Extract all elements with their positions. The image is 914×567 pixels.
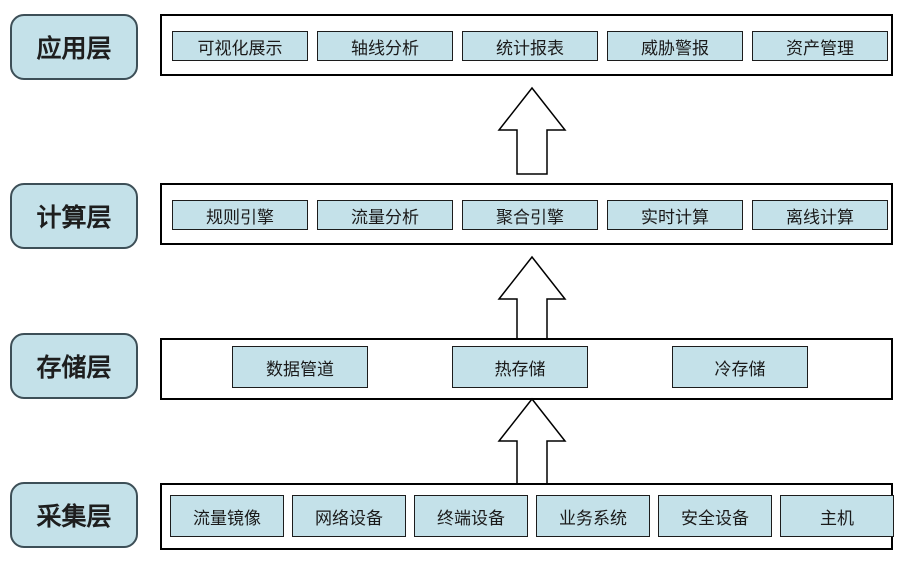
module-network-device: 网络设备 <box>292 495 406 537</box>
module-rule-engine: 规则引擎 <box>172 200 308 230</box>
module-asset-management: 资产管理 <box>752 31 888 61</box>
arrow-storage-to-compute <box>497 255 567 344</box>
layer-label-application: 应用层 <box>10 14 138 80</box>
module-visualization: 可视化展示 <box>172 31 308 61</box>
module-security-device: 安全设备 <box>658 495 772 537</box>
layer-box-application: 可视化展示 轴线分析 统计报表 威胁警报 资产管理 <box>160 14 893 76</box>
module-axis-analysis: 轴线分析 <box>317 31 453 61</box>
module-offline-compute: 离线计算 <box>752 200 888 230</box>
layer-label-compute: 计算层 <box>10 183 138 249</box>
module-aggregation-engine: 聚合引擎 <box>462 200 598 230</box>
module-traffic-analysis: 流量分析 <box>317 200 453 230</box>
module-statistics-report: 统计报表 <box>462 31 598 61</box>
arrow-collection-to-storage <box>497 397 567 486</box>
module-host: 主机 <box>780 495 894 537</box>
arrow-compute-to-application <box>497 86 567 175</box>
module-business-system: 业务系统 <box>536 495 650 537</box>
layer-label-collection: 采集层 <box>10 482 138 548</box>
module-data-pipeline: 数据管道 <box>232 346 368 388</box>
layer-label-storage: 存储层 <box>10 333 138 399</box>
module-cold-storage: 冷存储 <box>672 346 808 388</box>
module-threat-alert: 威胁警报 <box>607 31 743 61</box>
layer-box-storage: 数据管道 热存储 冷存储 <box>160 338 893 400</box>
module-hot-storage: 热存储 <box>452 346 588 388</box>
module-traffic-mirror: 流量镜像 <box>170 495 284 537</box>
module-endpoint-device: 终端设备 <box>414 495 528 537</box>
module-realtime-compute: 实时计算 <box>607 200 743 230</box>
layer-box-collection: 流量镜像 网络设备 终端设备 业务系统 安全设备 主机 <box>160 483 894 550</box>
layer-box-compute: 规则引擎 流量分析 聚合引擎 实时计算 离线计算 <box>160 183 893 245</box>
